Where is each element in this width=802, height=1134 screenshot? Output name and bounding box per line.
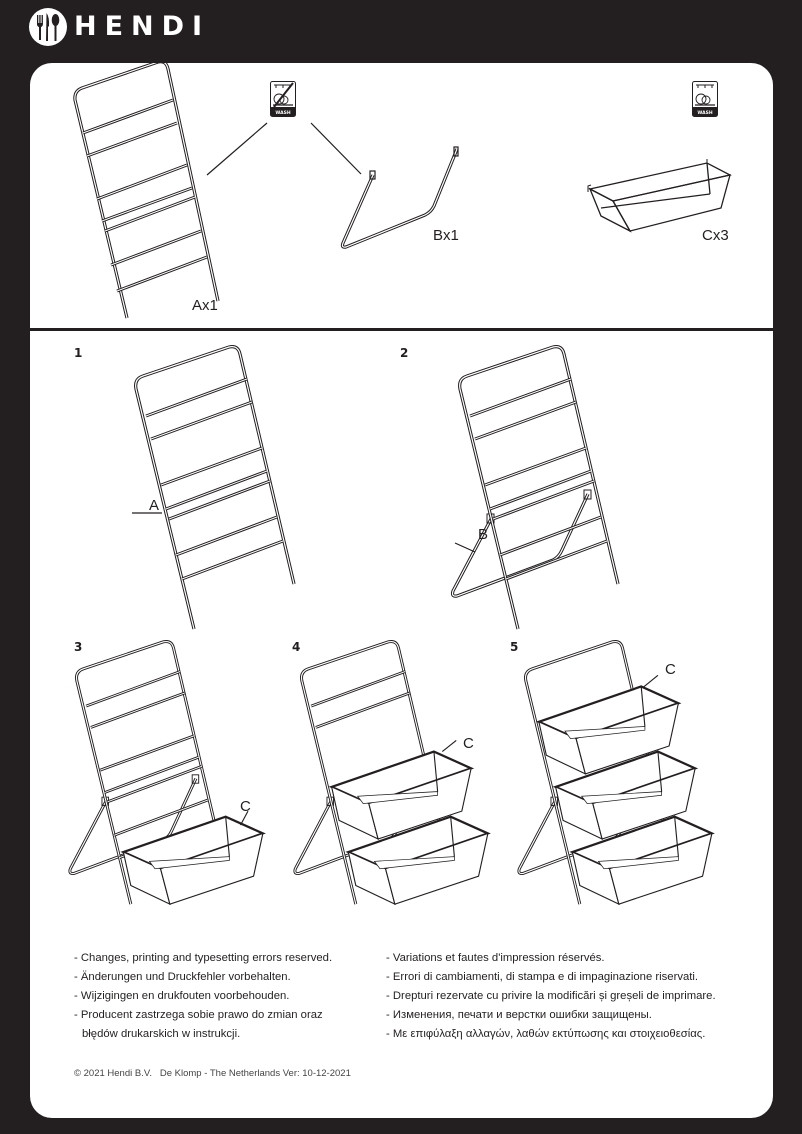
disclaimer-line: - Producent zastrzega sobie prawo do zmi… — [74, 1009, 323, 1021]
step-4-callout: C — [463, 735, 474, 752]
disclaimer-right: - Variations et fautes d'impression rése… — [386, 949, 716, 1044]
step-5-callout: C — [665, 661, 676, 678]
disclaimer-line: - Variations et fautes d'impression rése… — [386, 952, 605, 964]
step-number-3: 3 — [74, 640, 83, 654]
step-4-diagram — [293, 640, 489, 906]
part-a-label: Ax1 — [192, 297, 218, 314]
disclaimer-line: - Wijzigingen en drukfouten voorbehouden… — [74, 990, 290, 1002]
step-number-5: 5 — [510, 640, 519, 654]
disclaimer-line: - Изменения, печати и верстки ошибки защ… — [386, 1009, 652, 1021]
disclaimer-line: - Änderungen und Druckfehler vorbehalten… — [74, 971, 291, 983]
part-b-label: Bx1 — [433, 227, 459, 244]
step-2-diagram — [450, 345, 620, 631]
step-1-callout: A — [149, 497, 160, 514]
hendi-logo: HENDI — [28, 7, 210, 47]
brand-name: HENDI — [74, 11, 211, 42]
step-2-callout: B — [478, 526, 489, 543]
parts-illustration — [73, 63, 732, 319]
svg-text:WASH: WASH — [697, 110, 712, 116]
page-header: HENDI — [0, 0, 802, 63]
dishwasher-safe-icon: WASH — [692, 81, 718, 117]
assembly-steps-illustration — [68, 345, 713, 906]
part-a-ladder-frame — [73, 63, 220, 319]
disclaimer-line: - Changes, printing and typesetting erro… — [74, 952, 333, 964]
disclaimer-left: - Changes, printing and typesetting erro… — [74, 949, 332, 1044]
disclaimer-line: - Errori di cambiamenti, di stampa e di … — [386, 971, 699, 983]
step-3-diagram — [68, 640, 264, 906]
instruction-sheet: WASH WASH Ax1 Bx1 Cx3 — [30, 63, 773, 1118]
disclaimer-line: - Drepturi rezervate cu privire la modif… — [386, 990, 716, 1002]
copyright-footer: © 2021 Hendi B.V. De Klomp - The Netherl… — [74, 1068, 351, 1079]
disclaimer-line: błędów drukarskich w instrukcji. — [82, 1028, 241, 1040]
step-number-1: 1 — [74, 346, 83, 360]
step-5-diagram — [517, 640, 713, 906]
no-dishwasher-icon: WASH — [270, 81, 296, 117]
part-b-support-bar — [340, 146, 459, 249]
svg-text:WASH: WASH — [275, 110, 290, 116]
cutlery-circle-icon — [29, 8, 67, 46]
step-number-4: 4 — [292, 640, 301, 654]
step-3-callout: C — [240, 798, 251, 815]
part-c-label: Cx3 — [702, 227, 729, 244]
section-divider — [30, 328, 773, 331]
disclaimer-line: - Με επιφύλαξη αλλαγών, λαθών εκτύπωσης … — [386, 1028, 706, 1040]
part-c-tray — [587, 159, 732, 233]
step-number-2: 2 — [400, 346, 409, 360]
step-1-diagram — [132, 345, 296, 631]
